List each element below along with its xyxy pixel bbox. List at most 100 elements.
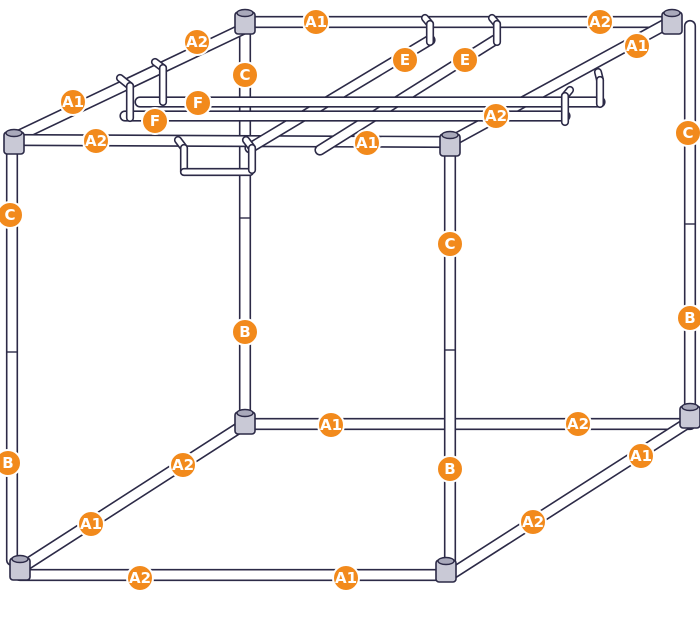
part-label-c-16: C — [436, 230, 464, 258]
part-label-text: B — [444, 460, 455, 478]
part-label-bg — [231, 318, 259, 346]
part-label-text: A1 — [62, 93, 84, 111]
part-label-text: C — [444, 235, 455, 253]
pipe-layer — [5, 13, 699, 582]
part-label-f-10: F — [141, 107, 169, 135]
part-label-text: C — [682, 124, 693, 142]
part-label-b-17: B — [676, 304, 700, 332]
part-label-bg — [59, 88, 87, 116]
corner-joint-bottom-front-right — [435, 556, 457, 583]
part-label-a2-12: A2 — [82, 127, 110, 155]
part-label-bg — [126, 564, 154, 592]
part-label-a1-25: A1 — [77, 510, 105, 538]
part-label-bg — [82, 127, 110, 155]
corner-joint-bottom-back-left — [234, 408, 256, 435]
part-label-bg — [674, 119, 700, 147]
part-label-a2-2: A2 — [586, 8, 614, 36]
back-bottom-rail-left-fill — [13, 419, 250, 575]
corner-joint-top-front-right-cap — [441, 130, 459, 140]
part-label-bg — [436, 455, 464, 483]
part-label-a2-27: A2 — [126, 564, 154, 592]
part-label-a2-20: A2 — [564, 410, 592, 438]
part-label-text: B — [2, 454, 13, 472]
part-label-bg — [436, 230, 464, 258]
part-label-text: A2 — [522, 513, 544, 531]
part-label-bg — [564, 410, 592, 438]
part-label-text: A1 — [335, 569, 357, 587]
part-label-text: A1 — [305, 13, 327, 31]
part-label-bg — [77, 510, 105, 538]
part-label-text: B — [684, 309, 695, 327]
part-label-a1-1: A1 — [302, 8, 330, 36]
part-label-text: F — [150, 112, 160, 130]
top-front-rail — [7, 133, 457, 149]
corner-joint-top-back-right — [661, 8, 683, 35]
part-label-text: B — [239, 323, 250, 341]
part-label-text: E — [400, 51, 410, 69]
part-label-text: E — [460, 51, 470, 69]
part-label-text: A1 — [630, 447, 652, 465]
corner-joint-top-back-left — [234, 8, 256, 35]
part-label-bg — [353, 129, 381, 157]
corner-joint-bottom-back-right — [679, 402, 700, 429]
part-label-text: A2 — [567, 415, 589, 433]
part-label-text: F — [193, 94, 203, 112]
part-label-a1-8: A1 — [59, 88, 87, 116]
part-label-e-6: E — [391, 46, 419, 74]
corner-joint-bottom-front-left-cap — [11, 554, 29, 564]
part-label-a2-22: A2 — [169, 451, 197, 479]
corner-joint-top-back-left-cap — [236, 8, 254, 18]
part-label-text: A2 — [589, 13, 611, 31]
part-label-c-5: C — [231, 61, 259, 89]
corner-joint-top-back-right-cap — [663, 8, 681, 18]
part-label-text: A1 — [626, 37, 648, 55]
part-label-text: A1 — [80, 515, 102, 533]
part-label-bg — [623, 32, 651, 60]
part-label-text: A2 — [186, 33, 208, 51]
part-label-bg — [184, 89, 212, 117]
part-label-f-9: F — [184, 89, 212, 117]
part-label-bg — [482, 102, 510, 130]
part-label-bg — [519, 508, 547, 536]
part-label-text: A2 — [129, 569, 151, 587]
part-label-a2-26: A2 — [519, 508, 547, 536]
part-label-bg — [141, 107, 169, 135]
bottom-right-rail — [443, 413, 699, 582]
corner-joint-top-front-left — [3, 128, 25, 155]
part-label-bg — [451, 46, 479, 74]
part-label-text: A1 — [320, 416, 342, 434]
part-label-b-21: B — [0, 449, 22, 477]
part-label-text: A2 — [85, 132, 107, 150]
part-label-bg — [676, 304, 700, 332]
part-label-bg — [317, 411, 345, 439]
part-label-c-14: C — [674, 119, 700, 147]
top-front-rail-fill — [9, 135, 455, 147]
corner-joint-bottom-front-left — [9, 554, 31, 581]
part-label-a2-3: A2 — [183, 28, 211, 56]
part-label-a1-13: A1 — [353, 129, 381, 157]
part-label-text: A1 — [356, 134, 378, 152]
part-label-bg — [231, 61, 259, 89]
part-label-bg — [627, 442, 655, 470]
part-label-b-18: B — [231, 318, 259, 346]
part-label-bg — [0, 201, 24, 229]
back-bottom-rail-left — [11, 417, 252, 577]
part-label-bg — [586, 8, 614, 36]
part-label-a2-11: A2 — [482, 102, 510, 130]
corner-joint-top-front-left-cap — [5, 128, 23, 138]
corner-joint-bottom-front-right-cap — [437, 556, 455, 566]
part-label-b-23: B — [436, 455, 464, 483]
part-label-bg — [332, 564, 360, 592]
part-label-a1-4: A1 — [623, 32, 651, 60]
part-label-a1-24: A1 — [627, 442, 655, 470]
part-label-a1-19: A1 — [317, 411, 345, 439]
part-label-e-7: E — [451, 46, 479, 74]
part-label-bg — [391, 46, 419, 74]
part-label-text: C — [4, 206, 15, 224]
part-label-bg — [302, 8, 330, 36]
part-label-bg — [169, 451, 197, 479]
part-label-bg — [0, 449, 22, 477]
part-label-text: A2 — [485, 107, 507, 125]
